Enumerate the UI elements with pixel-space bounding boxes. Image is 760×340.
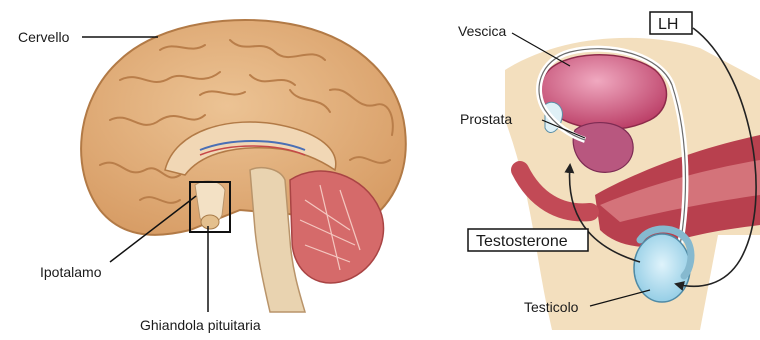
pituitary-gland [201, 215, 219, 229]
testosterone-label: Testosterone [476, 233, 568, 250]
pituitaria-label: Ghiandola pituitaria [140, 317, 261, 333]
brain-illustration: Cervello Ipotalamo Ghiandola pituitaria [18, 20, 406, 333]
reproductive-illustration: Testosterone LH Vescica Prostata Testico… [458, 12, 760, 330]
cervello-label: Cervello [18, 29, 70, 45]
vescica-label: Vescica [458, 23, 506, 39]
lh-label: LH [658, 16, 678, 33]
testicolo-label: Testicolo [524, 299, 579, 315]
prostata-label: Prostata [460, 111, 512, 127]
ipotalamo-label: Ipotalamo [40, 264, 102, 280]
